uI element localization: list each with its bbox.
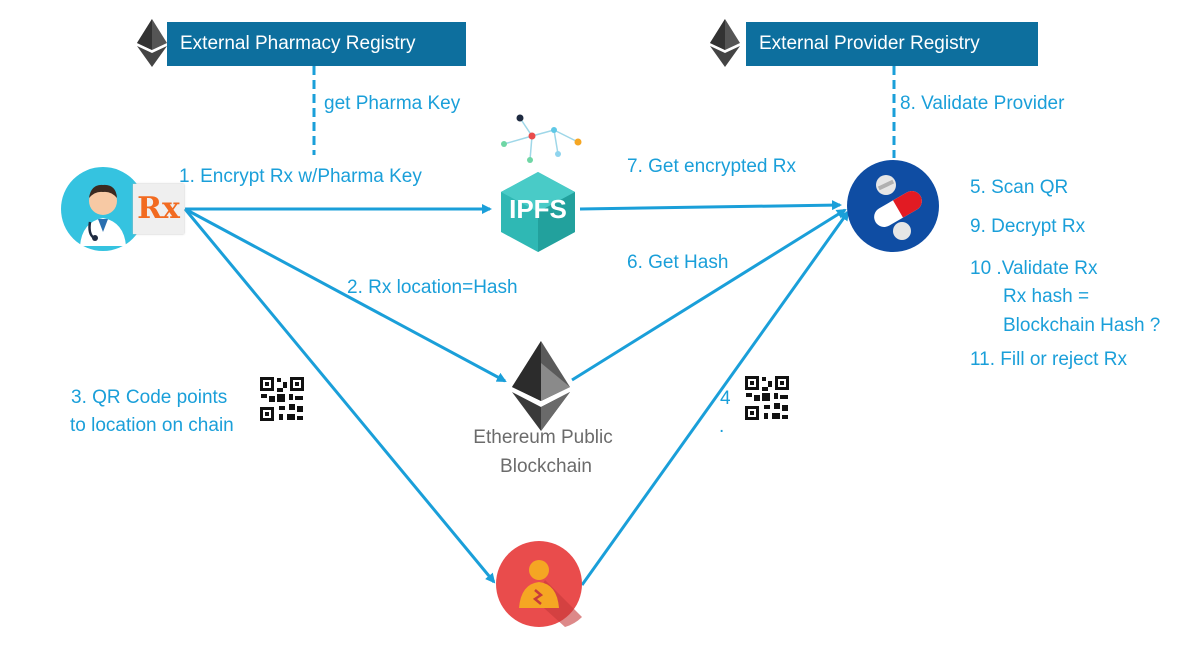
step-7-get-encrypted: 7. Get encrypted Rx <box>627 156 796 177</box>
ethereum-icon <box>710 19 740 72</box>
step-2-location: 2. Rx location=Hash <box>347 277 518 298</box>
provider-registry-box: External Provider Registry <box>746 22 1038 66</box>
doctor-icon <box>60 166 146 257</box>
patient-icon <box>495 540 583 633</box>
step-10-validate-line3: Blockchain Hash ? <box>1003 315 1161 336</box>
step-get-pharma-key: get Pharma Key <box>324 93 461 114</box>
ethereum-caption-line1: Ethereum Public <box>473 427 613 448</box>
step-3-qr-line2: to location on chain <box>70 415 234 436</box>
step-4: 4 <box>720 388 731 409</box>
ipfs-icon <box>499 170 577 259</box>
arrow-scan <box>580 210 850 586</box>
pill-icon <box>846 159 940 258</box>
pharmacy-registry-box: External Pharmacy Registry <box>167 22 466 66</box>
step-11-fill: 11. Fill or reject Rx <box>970 349 1127 370</box>
step-9-decrypt: 9. Decrypt Rx <box>970 216 1086 237</box>
ipfs-label: IPFS <box>509 194 567 224</box>
arrow-get-hash <box>571 208 847 382</box>
step-1-encrypt: 1. Encrypt Rx w/Pharma Key <box>179 166 422 187</box>
pharmacy-registry-label: External Pharmacy Registry <box>180 33 416 54</box>
rx-badge-label: Rx <box>137 191 180 226</box>
ipfs-network-icon <box>496 110 588 175</box>
step-4-dot: . <box>719 416 725 437</box>
step-10-validate-line1: 10 .Validate Rx <box>970 258 1098 279</box>
step-6-get-hash: 6. Get Hash <box>627 252 729 273</box>
rx-badge: Rx <box>133 184 184 234</box>
step-3-qr-line1: 3. QR Code points <box>71 387 228 408</box>
arrow-get-encrypted <box>579 200 842 211</box>
provider-registry-label: External Provider Registry <box>759 33 980 54</box>
ethereum-icon <box>137 19 167 72</box>
arrow-qr <box>183 208 496 584</box>
qr-code-icon <box>744 375 790 426</box>
arrow-location <box>184 207 507 383</box>
ethereum-caption-line2: Blockchain <box>500 456 592 477</box>
qr-code-icon <box>259 376 305 427</box>
step-8-validate-provider: 8. Validate Provider <box>900 93 1065 114</box>
step-10-validate-line2: Rx hash = <box>1003 286 1090 307</box>
step-5-scan-qr: 5. Scan QR <box>970 177 1069 198</box>
ethereum-icon <box>512 341 570 436</box>
